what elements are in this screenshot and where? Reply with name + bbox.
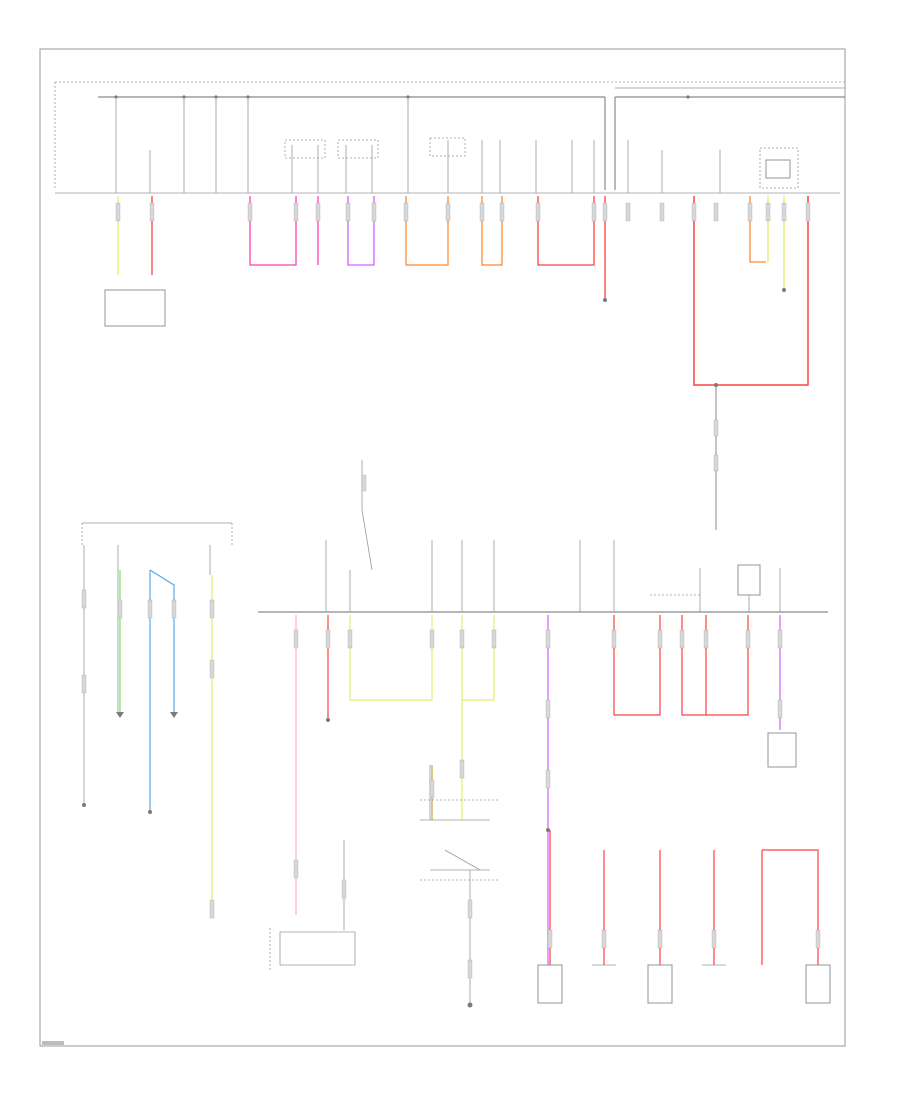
- left-subpanel: [81, 522, 233, 919]
- component-box-2: [647, 964, 673, 1004]
- lower-fuse-panel: [258, 460, 831, 1008]
- top-wires: [117, 196, 809, 530]
- top-connector-pins: [115, 202, 811, 472]
- footer-mark: [42, 1041, 64, 1045]
- diagram-frame: [39, 48, 846, 1047]
- component-box-3: [805, 964, 831, 1004]
- component-box-1: [537, 964, 563, 1004]
- right-module-box: [767, 732, 797, 768]
- ground-symbol-icon: [82, 803, 86, 807]
- fuse-drops: [115, 97, 721, 193]
- ground-symbol-icon: [467, 1002, 473, 1008]
- top-fuse-panel: [54, 81, 845, 530]
- top-left-component-box: [104, 289, 166, 327]
